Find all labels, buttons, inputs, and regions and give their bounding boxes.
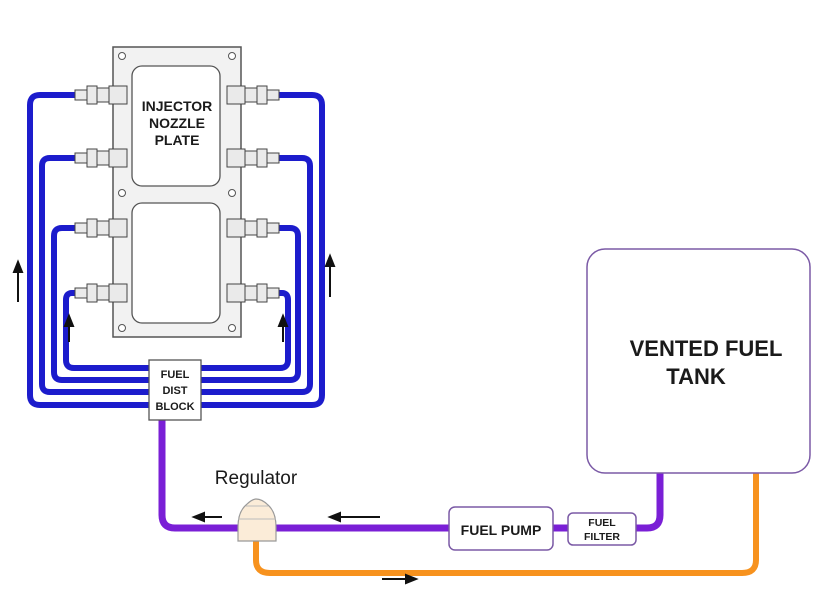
fuel-line-right-1 bbox=[197, 92, 325, 408]
fuel-filter: FUEL FILTER bbox=[567, 512, 637, 546]
orange-return-line bbox=[253, 473, 759, 576]
injector-nozzle-icon bbox=[226, 218, 280, 238]
plate-label-line2: NOZZLE bbox=[149, 115, 205, 131]
screw-hole bbox=[118, 324, 126, 332]
fuel-line-left-4 bbox=[63, 290, 153, 371]
vented-fuel-tank: VENTED FUEL TANK bbox=[586, 248, 811, 474]
fuel-pump-label: FUEL PUMP bbox=[461, 522, 542, 538]
fuel-dist-block: FUEL DIST BLOCK bbox=[148, 359, 202, 421]
screw-hole bbox=[228, 189, 236, 197]
screw-hole bbox=[118, 189, 126, 197]
injector-nozzle-icon bbox=[74, 283, 128, 303]
dist-label-line3: BLOCK bbox=[155, 401, 194, 413]
up-arrow-icon bbox=[324, 253, 336, 297]
fuel-pump: FUEL PUMP bbox=[448, 506, 554, 551]
injector-nozzle-icon bbox=[226, 148, 280, 168]
plate-inner-upper bbox=[131, 65, 221, 187]
purple-fuel-line bbox=[158, 420, 664, 532]
screw-hole bbox=[228, 324, 236, 332]
injector-nozzles-left bbox=[74, 85, 128, 303]
flow-arrows bbox=[12, 253, 419, 585]
injector-nozzle-icon bbox=[226, 85, 280, 105]
fuel-line-right-4 bbox=[197, 290, 291, 371]
up-arrow-icon bbox=[63, 313, 75, 342]
up-arrow-icon bbox=[12, 259, 24, 302]
blue-fuel-lines bbox=[27, 92, 325, 408]
fuel-line-right-3 bbox=[197, 225, 301, 383]
regulator-label: Regulator bbox=[215, 468, 298, 489]
injector-nozzle-icon bbox=[74, 148, 128, 168]
fuel-line-left-1 bbox=[27, 92, 153, 408]
right-arrow-icon bbox=[382, 573, 419, 585]
filter-label-line2: FILTER bbox=[584, 531, 620, 543]
regulator: Regulator bbox=[215, 468, 298, 542]
regulator-icon bbox=[237, 498, 277, 542]
fuel-line-left-3 bbox=[51, 225, 153, 383]
dist-label-line1: FUEL bbox=[161, 369, 190, 381]
left-arrow-icon bbox=[191, 511, 222, 523]
injector-nozzle-icon bbox=[74, 85, 128, 105]
fuel-line-right-2 bbox=[197, 155, 313, 395]
tank-label-line2: TANK bbox=[666, 364, 726, 389]
up-arrow-icon bbox=[277, 313, 289, 342]
tank-label-line1: VENTED FUEL bbox=[630, 336, 783, 361]
fuel-line-left-2 bbox=[39, 155, 153, 395]
screw-hole bbox=[118, 52, 126, 60]
injector-nozzles-right bbox=[226, 85, 280, 303]
injector-nozzle-plate: INJECTOR NOZZLE PLATE bbox=[112, 46, 242, 338]
injector-nozzle-icon bbox=[74, 218, 128, 238]
plate-label-line3: PLATE bbox=[155, 132, 200, 148]
plate-inner-lower bbox=[131, 202, 221, 324]
screw-hole bbox=[228, 52, 236, 60]
injector-nozzle-icon bbox=[226, 283, 280, 303]
filter-label-line1: FUEL bbox=[588, 517, 616, 529]
left-arrow-icon bbox=[327, 511, 380, 523]
dist-label-line2: DIST bbox=[162, 385, 187, 397]
plate-label-line1: INJECTOR bbox=[142, 98, 213, 114]
